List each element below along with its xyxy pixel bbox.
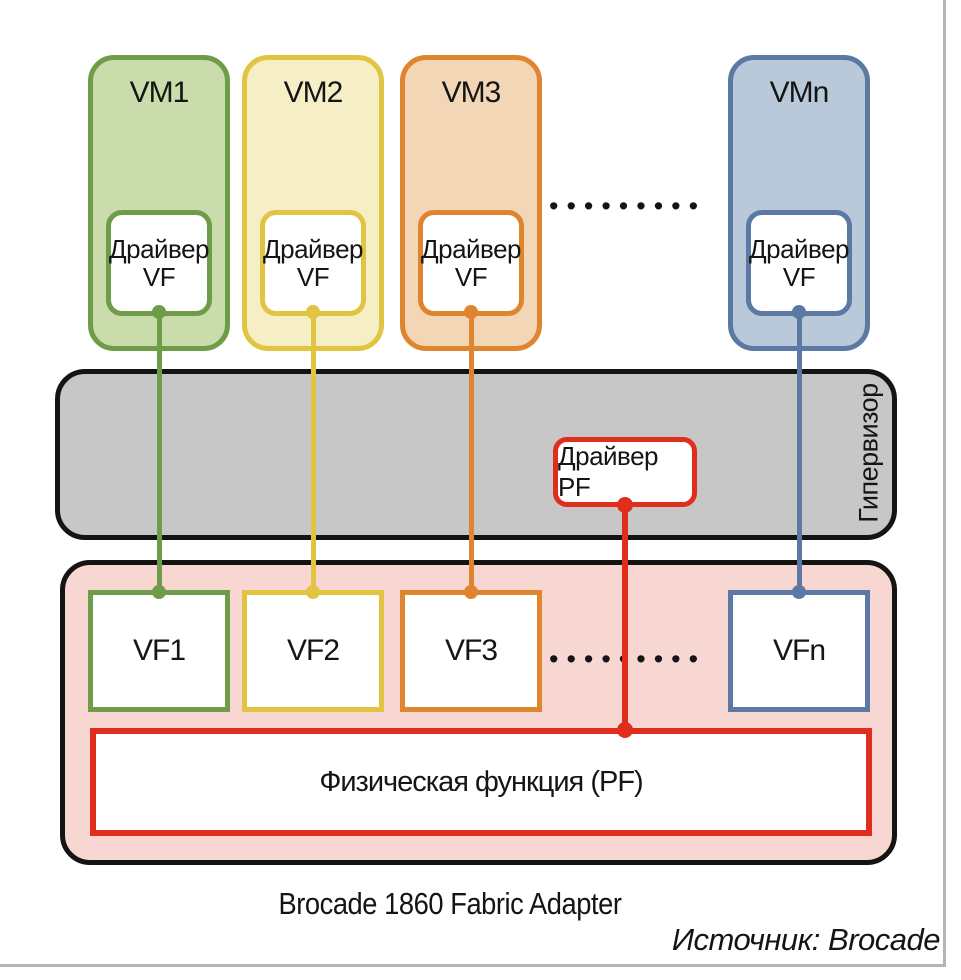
vm-label: VM2 <box>283 76 344 109</box>
connector-dot <box>617 497 633 513</box>
vm-label: VM1 <box>129 76 190 109</box>
vf-driver-box: Драйвер VF <box>418 210 524 316</box>
adapter-caption: Brocade 1860 Fabric Adapter <box>278 886 622 921</box>
connector-dot <box>617 722 633 738</box>
connector-dot <box>152 305 166 319</box>
hypervisor-box <box>55 369 897 540</box>
vm-label: VM3 <box>441 76 502 109</box>
vf-driver-label: Драйвер VF <box>421 233 522 292</box>
vf-driver-label: Драйвер VF <box>109 233 210 292</box>
vm-box-n: VMn Драйвер VF <box>728 55 870 351</box>
frame-edge-bottom <box>0 964 946 967</box>
pf-box: Физическая функция (PF) <box>90 728 872 836</box>
more-vms-ellipsis-dots: ••••••••• <box>549 191 707 221</box>
connector-dot <box>464 585 478 599</box>
vf-box-1: VF1 <box>88 590 230 712</box>
vf-label: VF3 <box>444 634 498 667</box>
source-credit: Источник: Brocade <box>671 922 941 957</box>
connector-dot <box>306 305 320 319</box>
connector-line-vm2 <box>311 312 316 595</box>
vf-driver-box: Драйвер VF <box>260 210 366 316</box>
vm-label: VMn <box>769 76 830 109</box>
connector-line-vm1 <box>157 312 162 595</box>
vf-label: VF1 <box>132 634 186 667</box>
vf-driver-label: Драйвер VF <box>263 233 364 292</box>
pf-driver-label: Драйвер PF <box>558 441 659 502</box>
hypervisor-label: Гипервизор <box>853 383 884 523</box>
connector-line-vmn <box>797 312 802 595</box>
vf-driver-box: Драйвер VF <box>746 210 852 316</box>
connector-line-pf <box>622 504 628 732</box>
vf-box-3: VF3 <box>400 590 542 712</box>
connector-dot <box>306 585 320 599</box>
vf-label: VF2 <box>286 634 340 667</box>
connector-dot <box>792 585 806 599</box>
vf-box-n: VFn <box>728 590 870 712</box>
connector-dot <box>792 305 806 319</box>
vf-box-2: VF2 <box>242 590 384 712</box>
vf-driver-box: Драйвер VF <box>106 210 212 316</box>
vf-label: VFn <box>772 634 826 667</box>
connector-dot <box>464 305 478 319</box>
frame-edge-right <box>943 0 946 967</box>
vm-box-3: VM3 Драйвер VF <box>400 55 542 351</box>
vf-driver-label: Драйвер VF <box>749 233 850 292</box>
connector-dot <box>152 585 166 599</box>
pf-label: Физическая функция (PF) <box>319 765 643 798</box>
connector-line-vm3 <box>469 312 474 595</box>
